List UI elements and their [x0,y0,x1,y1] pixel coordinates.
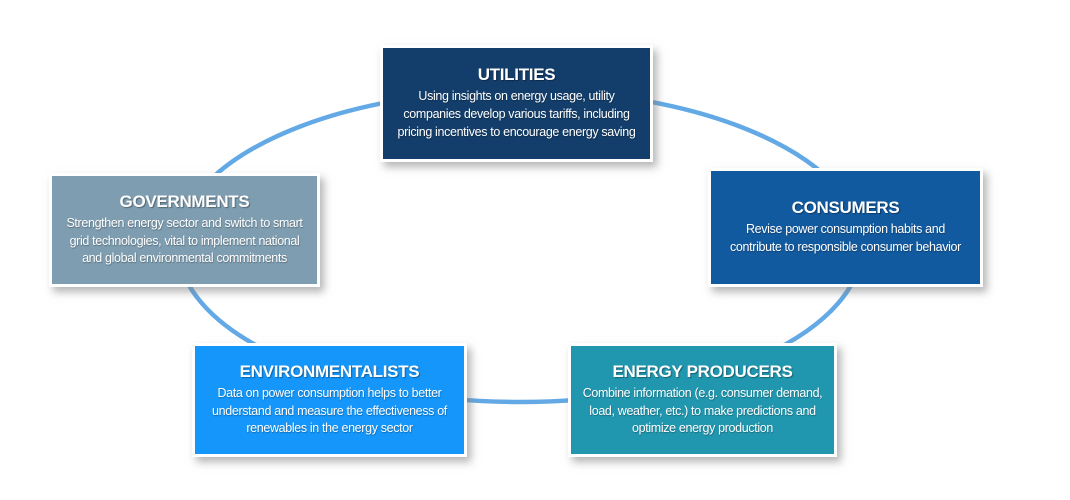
node-energy-producers-title: ENERGY PRODUCERS [612,361,793,381]
node-environmentalists-title: ENVIRONMENTALISTS [239,361,420,381]
node-governments: GOVERNMENTS Strengthen energy sector and… [49,173,320,287]
node-environmentalists: ENVIRONMENTALISTS Data on power consumpt… [192,343,467,457]
node-consumers-title: CONSUMERS [791,198,900,218]
node-utilities-description: Using insights on energy usage, utility … [397,89,636,139]
node-energy-producers-description: Combine information (e.g. consumer deman… [582,385,823,436]
node-consumers-description: Revise power consumption habits and cont… [730,222,961,254]
node-energy-producers: ENERGY PRODUCERS Combine information (e.… [568,343,837,457]
node-utilities: UTILITIES Using insights on energy usage… [380,45,653,162]
node-consumers: CONSUMERS Revise power consumption habit… [708,168,983,287]
node-governments-title: GOVERNMENTS [119,191,250,211]
node-governments-description: Strengthen energy sector and switch to s… [66,215,303,266]
node-utilities-title: UTILITIES [477,65,556,85]
node-environmentalists-description: Data on power consumption helps to bette… [212,385,447,436]
